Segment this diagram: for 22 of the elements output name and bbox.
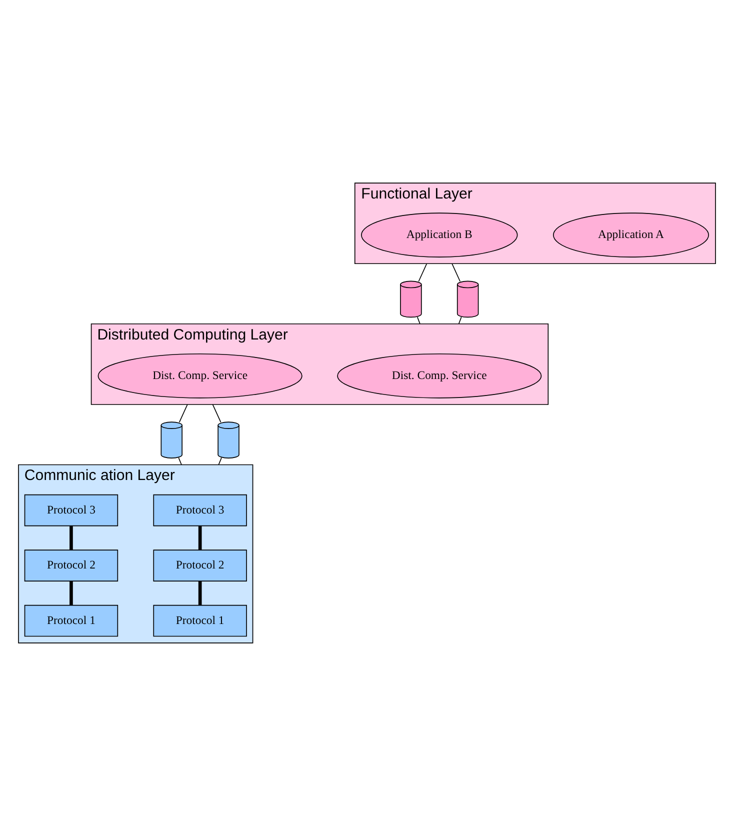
node-box: Protocol 3 [24,494,118,526]
connector [70,580,73,605]
connector [218,456,222,465]
node-box: Protocol 3 [153,494,247,526]
connector [178,404,188,422]
connector [198,580,202,605]
connector [198,526,202,550]
node-ellipse: Dist. Comp. Service [337,352,542,398]
node-ellipse: Application B [361,212,518,257]
connector [452,262,460,282]
connector [212,404,222,422]
connector [416,316,420,324]
node-box: Protocol 2 [24,549,118,581]
connector [458,316,462,324]
node-box: Protocol 1 [24,604,118,636]
node-ellipse: Application A [552,212,710,257]
node-box: Protocol 2 [153,549,247,581]
connector [418,262,428,282]
connector [178,456,182,465]
node-ellipse: Dist. Comp. Service [98,352,302,398]
node-box: Protocol 1 [153,604,247,636]
connector [70,526,73,550]
